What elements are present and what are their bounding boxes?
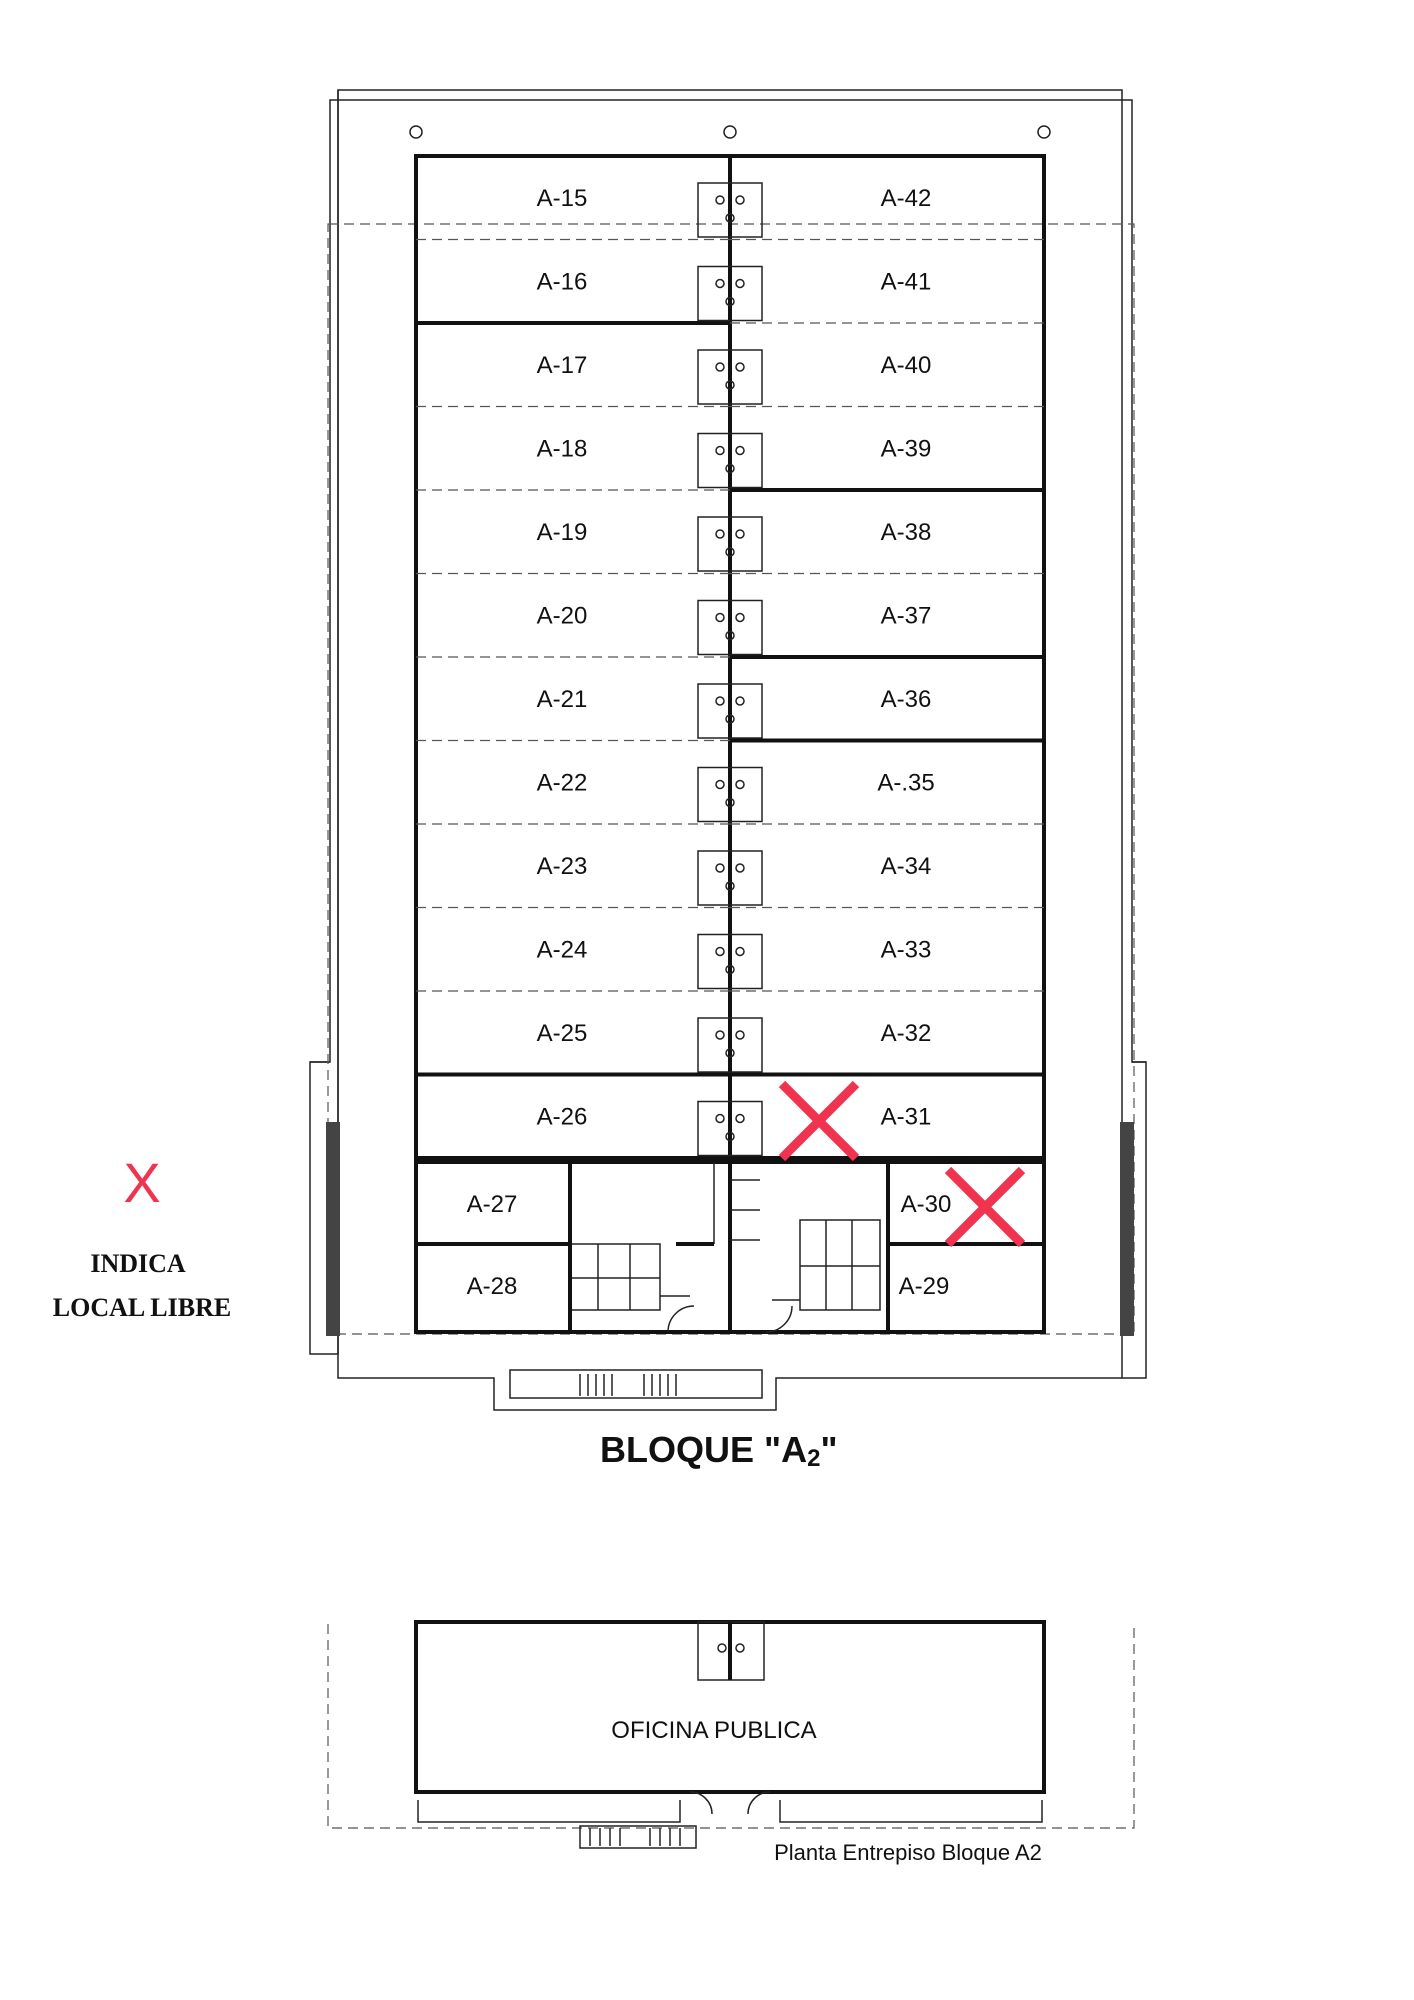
room-label-left[interactable]: A-25 (537, 1020, 588, 1047)
toilet-icon (715, 612, 725, 623)
room-label-left[interactable]: A-17 (537, 352, 588, 379)
bathroom-unit (697, 265, 763, 322)
toilet-icon (725, 1048, 735, 1058)
toilet-icon (735, 612, 745, 623)
toilet-icon (715, 445, 725, 456)
toilet-icon (735, 529, 745, 539)
toilet-icon (715, 195, 725, 205)
room-label-left[interactable]: A-16 (537, 268, 588, 295)
room-label-right[interactable]: A-33 (881, 936, 932, 963)
toilet-icon (735, 1030, 745, 1040)
block-title-sub: 2 (807, 1445, 820, 1472)
building-outline (309, 89, 1147, 1411)
right-room-labels: A-42A-41A-40A-39A-38A-37A-36A-.35A-34A-3… (877, 185, 934, 1131)
room-label-left[interactable]: A-24 (537, 936, 588, 963)
toilet-icon (725, 714, 735, 724)
bathroom-unit (697, 933, 763, 990)
room-label-right[interactable]: A-.35 (877, 769, 934, 796)
toilet-icon (725, 380, 735, 390)
toilet-icon (735, 445, 745, 456)
room-label-left[interactable]: A-19 (537, 519, 588, 546)
room-label-a28[interactable]: A-28 (467, 1273, 518, 1300)
room-label-left[interactable]: A-23 (537, 853, 588, 880)
room-label-left[interactable]: A-18 (537, 435, 588, 462)
block-title: BLOQUE "A2" (600, 1429, 838, 1472)
legend-line1: INDICA (90, 1249, 186, 1278)
room-label-a30[interactable]: A-30 (901, 1191, 952, 1218)
toilet-icon (715, 863, 725, 873)
room-label-left[interactable]: A-26 (537, 1103, 588, 1130)
room-label-right[interactable]: A-42 (881, 185, 932, 212)
left-room-labels: A-15A-16A-17A-18A-19A-20A-21A-22A-23A-24… (537, 185, 588, 1131)
legend-line2: LOCAL LIBRE (53, 1293, 231, 1322)
room-label-right[interactable]: A-38 (881, 519, 932, 546)
bathroom-unit (697, 599, 763, 656)
mezzanine-plan: OFICINA PUBLICA Planta Entrepiso Bloque … (327, 1620, 1135, 1865)
toilet-icon (715, 278, 725, 289)
bathroom-unit (697, 1100, 763, 1157)
toilet-icon (725, 630, 735, 641)
toilet-icon (725, 213, 735, 223)
room-label-right[interactable]: A-32 (881, 1020, 932, 1047)
toilet-icon (715, 779, 725, 790)
toilet-icon (715, 362, 725, 372)
room-label-a29[interactable]: A-29 (899, 1273, 950, 1300)
toilet-icon (715, 1113, 725, 1124)
bathroom-unit (697, 182, 763, 238)
room-label-right[interactable]: A-41 (881, 268, 932, 295)
bathroom-unit (697, 1017, 763, 1073)
room-label-right[interactable]: A-39 (881, 435, 932, 462)
room-label-right[interactable]: A-40 (881, 352, 932, 379)
toilet-icon (735, 362, 745, 372)
room-label-left[interactable]: A-15 (537, 185, 588, 212)
bathroom-unit (697, 850, 763, 906)
office-label[interactable]: OFICINA PUBLICA (611, 1717, 816, 1744)
room-label-left[interactable]: A-22 (537, 769, 588, 796)
toilet-icon (715, 529, 725, 539)
bathroom-unit (697, 766, 763, 823)
room-label-right[interactable]: A-31 (881, 1103, 932, 1130)
toilet-icon (735, 779, 745, 790)
legend-mark-icon: X (123, 1151, 160, 1214)
toilet-icon (715, 1030, 725, 1040)
mezzanine-caption: Planta Entrepiso Bloque A2 (774, 1840, 1042, 1865)
toilet-icon (725, 463, 735, 474)
toilet-icon (735, 278, 745, 289)
toilet-icon (725, 881, 735, 891)
block-title-main: BLOQUE "A (600, 1429, 807, 1470)
bathroom-unit (697, 432, 763, 489)
toilet-icon (725, 964, 735, 975)
free-mark-a31 (778, 1080, 860, 1162)
toilet-icon (735, 1113, 745, 1124)
toilet-icon (725, 296, 735, 307)
room-label-left[interactable]: A-20 (537, 602, 588, 629)
block-title-end: " (820, 1429, 837, 1470)
toilet-icon (735, 946, 745, 957)
row-dividers (416, 238, 1044, 1160)
toilet-icon (735, 696, 745, 706)
room-label-right[interactable]: A-37 (881, 602, 932, 629)
room-label-a27[interactable]: A-27 (467, 1191, 518, 1218)
toilet-icon (725, 797, 735, 808)
toilet-icon (735, 195, 745, 205)
room-label-left[interactable]: A-21 (537, 686, 588, 713)
main-walls (414, 154, 1046, 1334)
bathroom-units (697, 182, 763, 1157)
bathroom-unit (697, 683, 763, 739)
toilet-icon (725, 547, 735, 557)
toilet-icon (715, 946, 725, 957)
toilet-icon (735, 863, 745, 873)
toilet-icon (725, 1131, 735, 1142)
bathroom-unit (697, 516, 763, 572)
bathroom-unit (697, 349, 763, 405)
room-label-right[interactable]: A-36 (881, 686, 932, 713)
toilet-icon (715, 696, 725, 706)
free-mark-a30 (944, 1166, 1026, 1248)
room-label-right[interactable]: A-34 (881, 853, 932, 880)
